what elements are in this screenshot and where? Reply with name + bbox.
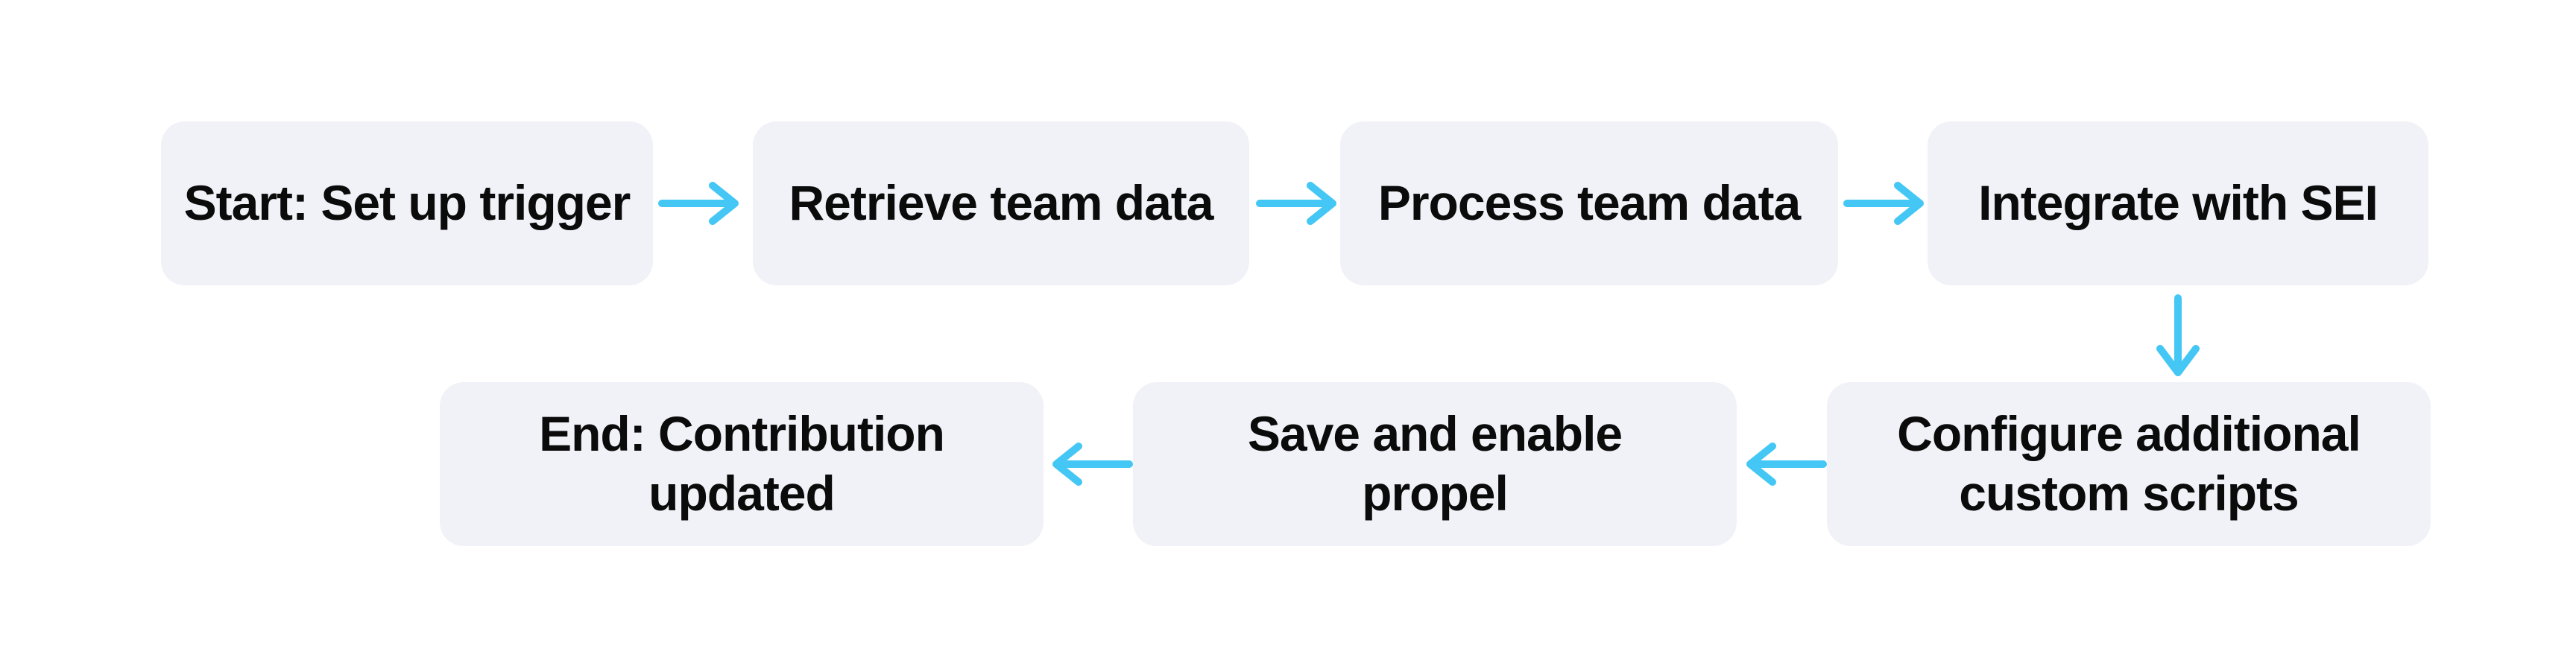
flow-node-integrate-with-sei: Integrate with SEI [1928, 121, 2428, 285]
arrow-down-stroke [2156, 294, 2200, 376]
flow-node-label: Save and enable propel [1247, 406, 1623, 521]
arrow-right-icon [658, 182, 739, 225]
flow-node-configure-custom-scripts: Configure additional custom scripts [1827, 382, 2431, 546]
flow-node-save-and-enable-propel: Save and enable propel [1133, 382, 1737, 546]
arrow-right-stroke [1843, 182, 1924, 225]
arrow-left-icon [1746, 443, 1827, 486]
arrow-left-stroke [1052, 443, 1133, 486]
arrow-right-icon [1843, 182, 1924, 225]
arrow-left-stroke [1746, 443, 1827, 486]
flow-node-label: Start: Set up trigger [183, 175, 631, 231]
arrow-left-icon [1052, 443, 1133, 486]
flow-node-label: Retrieve team data [789, 175, 1214, 231]
flow-node-retrieve-team-data: Retrieve team data [753, 121, 1249, 285]
arrow-right-stroke [1256, 182, 1336, 225]
flow-node-start: Start: Set up trigger [161, 121, 653, 285]
arrow-down-icon [2156, 294, 2200, 376]
flow-node-label: End: Contribution updated [539, 406, 945, 521]
flow-node-end: End: Contribution updated [440, 382, 1044, 546]
flow-node-label: Configure additional custom scripts [1897, 406, 2361, 521]
flow-node-label: Process team data [1377, 175, 1801, 231]
flow-node-label: Integrate with SEI [1978, 175, 2378, 231]
flow-node-process-team-data: Process team data [1340, 121, 1838, 285]
arrow-right-stroke [658, 182, 739, 225]
arrow-right-icon [1256, 182, 1336, 225]
